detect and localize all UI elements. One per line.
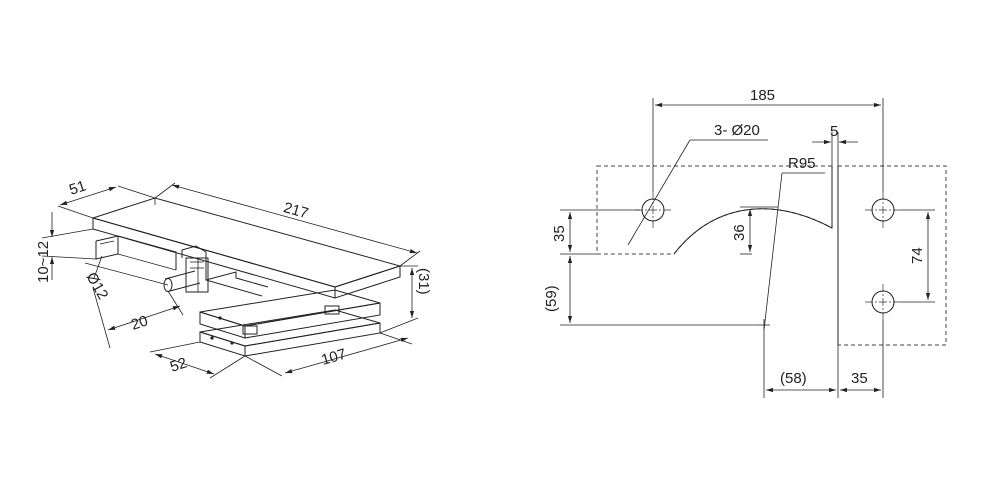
dim-59: (59) — [543, 256, 758, 326]
dim-5-label: 5 — [830, 123, 838, 140]
dim-58: (58) — [763, 331, 839, 398]
dim-52: 52 — [149, 341, 246, 379]
dim-10-12-label: 10~12 — [35, 241, 52, 283]
dim-74: 74 — [901, 209, 935, 303]
dim-217: 217 — [154, 182, 421, 267]
dim-35-left-label: 35 — [551, 225, 568, 242]
dim-31: (31) — [379, 265, 432, 334]
dim-107-label: 107 — [319, 346, 348, 369]
dim-diameter-12-label: Ø12 — [83, 270, 112, 303]
glass-panel-right — [837, 165, 947, 346]
dim-35-bottom: 35 — [840, 320, 884, 398]
dim-52-label: 52 — [168, 354, 189, 375]
dim-r95-label: R95 — [788, 155, 816, 172]
dim-51: 51 — [57, 177, 156, 219]
cutout-view: 185 3- Ø20 5 R95 35 — [543, 87, 947, 398]
dim-5: 5 — [812, 123, 858, 166]
dim-58-label: (58) — [780, 370, 807, 387]
dim-r95: R95 — [758, 155, 825, 331]
dim-185: 185 — [652, 87, 884, 192]
dim-59-label: (59) — [543, 285, 560, 312]
dim-35-bottom-label: 35 — [851, 370, 868, 387]
top-plate — [91, 197, 402, 299]
dim-31-label: (31) — [415, 268, 432, 295]
dim-51-label: 51 — [67, 177, 88, 198]
dim-3-holes-20: 3- Ø20 — [627, 122, 768, 246]
dim-107: 107 — [244, 332, 413, 377]
pivot-pin — [163, 270, 201, 292]
dim-185-label: 185 — [750, 87, 775, 104]
dim-35-left: 35 — [551, 209, 640, 255]
dim-36: 36 — [731, 206, 778, 255]
hole-3 — [865, 284, 901, 320]
dim-3-holes-20-label: 3- Ø20 — [714, 122, 760, 139]
isometric-view: 51 217 10~12 (31) Ø12 — [35, 177, 432, 379]
dim-74-label: 74 — [909, 247, 926, 264]
dim-20: 20 — [92, 287, 184, 349]
dim-217-label: 217 — [282, 199, 311, 222]
dim-20-label: 20 — [129, 312, 150, 333]
dim-36-label: 36 — [731, 224, 748, 241]
dim-10-12: 10~12 — [35, 212, 97, 283]
lower-plates — [199, 289, 381, 357]
hinge-bracket — [95, 235, 177, 271]
hole-2 — [865, 192, 901, 228]
hole-1 — [635, 192, 671, 228]
